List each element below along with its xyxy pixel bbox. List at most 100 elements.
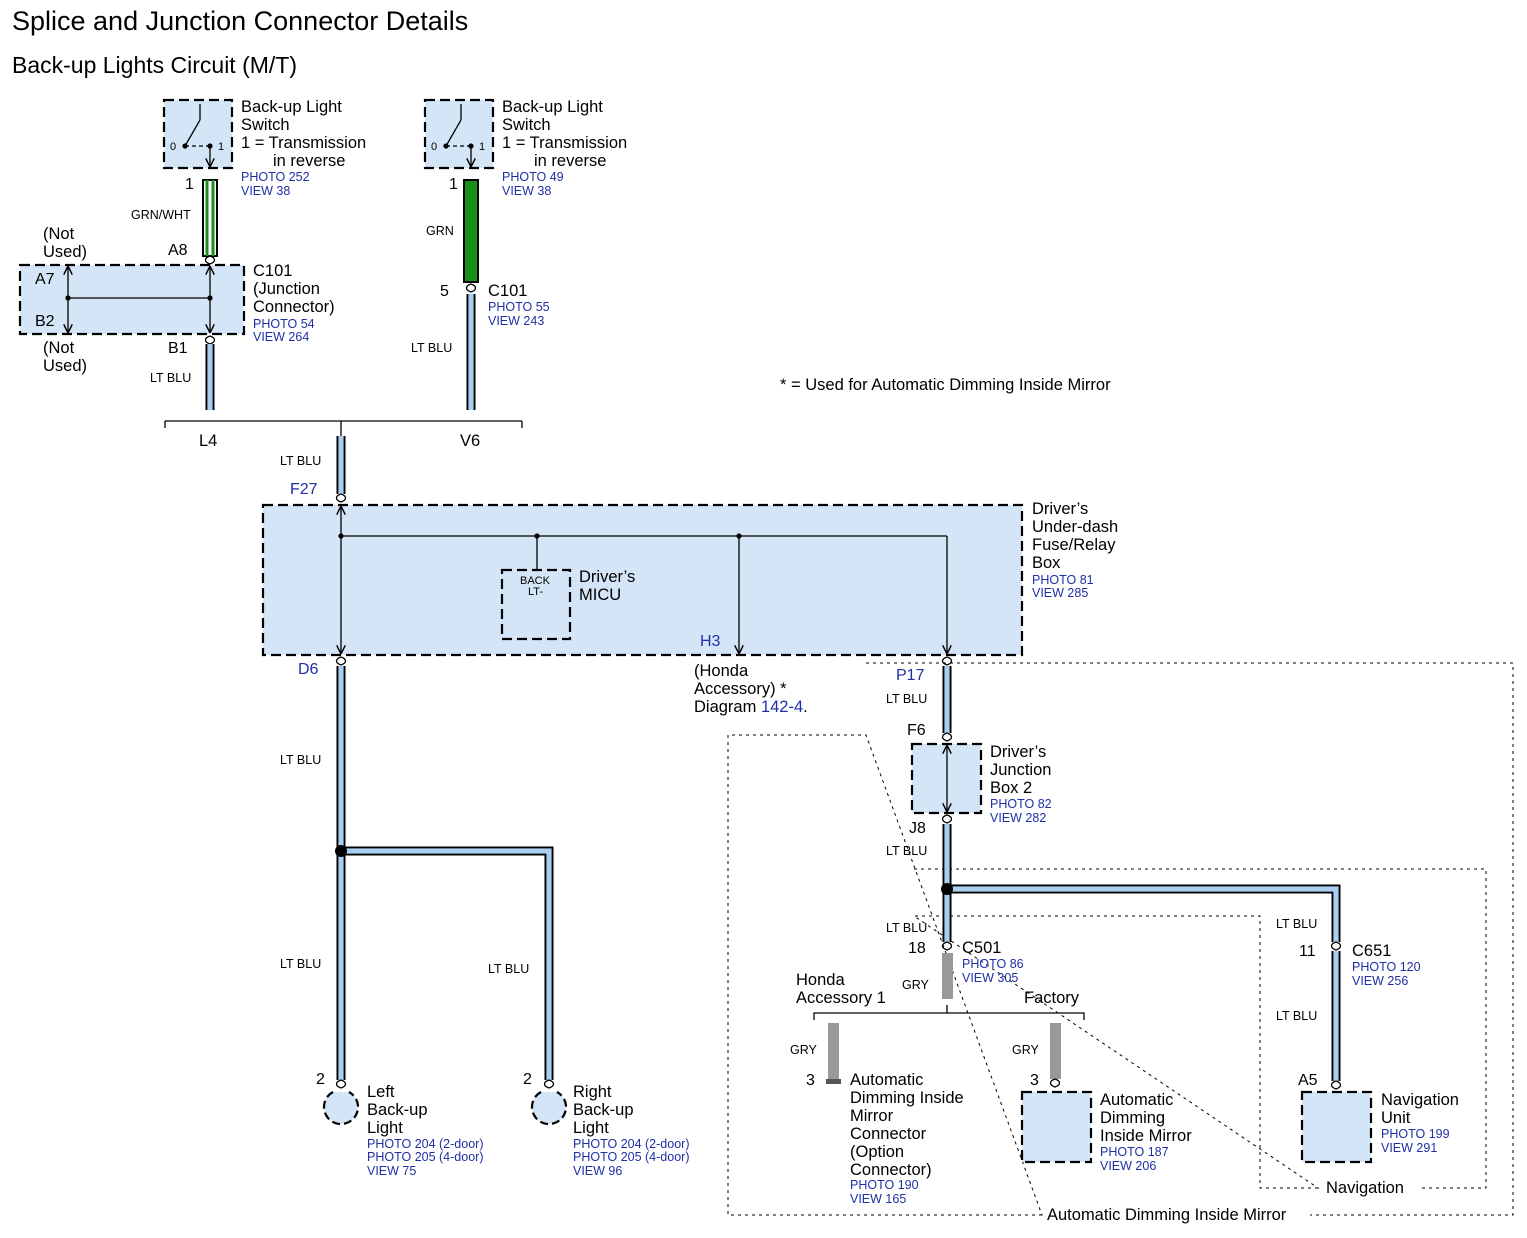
jb2-name-1: Driver’s	[990, 743, 1046, 761]
c101-right-pin: 5	[440, 283, 449, 300]
left-light-pin: 2	[316, 1071, 325, 1088]
left-backup-light	[322, 1091, 360, 1126]
nav-name-2: Unit	[1381, 1109, 1411, 1127]
c651-view: VIEW 256	[1352, 974, 1408, 988]
option-honda-1: Honda	[796, 971, 845, 989]
nav-name-1: Navigation	[1381, 1091, 1459, 1109]
wire-gry-factory	[1050, 1023, 1061, 1079]
switch-right-desc-2: in reverse	[534, 152, 606, 170]
wire-grn-wht	[202, 179, 218, 257]
switch-left-desc-2: in reverse	[273, 152, 345, 170]
switch-left-pin0: 0	[170, 141, 176, 153]
not-used-top-2: Used)	[43, 243, 87, 261]
c501-view: VIEW 305	[962, 971, 1018, 985]
wire-label-l4: LT BLU	[150, 371, 191, 385]
c101-pin-a8: A8	[168, 242, 188, 259]
nav-photo: PHOTO 199	[1381, 1127, 1450, 1141]
wire-label-main: LT BLU	[280, 753, 321, 767]
auto-mirror-region	[727, 662, 1514, 1216]
jb2-pin-j8: J8	[909, 820, 926, 837]
splice-point-lights	[335, 845, 347, 857]
option-factory: Factory	[1024, 989, 1080, 1007]
mirror-photo: PHOTO 187	[1100, 1145, 1169, 1159]
left-light-name-1: Left	[367, 1083, 395, 1101]
variant-v6: V6	[460, 432, 480, 450]
fuse-box-view: VIEW 285	[1032, 586, 1088, 600]
mirror-option-name-4: Connector	[850, 1125, 927, 1143]
right-light-name-1: Right	[573, 1083, 612, 1101]
c101-junction-name-1: C101	[253, 262, 292, 280]
c101-right-connector	[465, 283, 477, 293]
wire-label-a5: LT BLU	[1276, 1009, 1317, 1023]
fuse-box-photo: PHOTO 81	[1032, 573, 1094, 587]
switch-right-name-2: Switch	[502, 116, 551, 134]
wire-label-f27: LT BLU	[280, 454, 321, 468]
not-used-top-1: (Not	[43, 225, 75, 243]
wire-label-v6: LT BLU	[411, 341, 452, 355]
wire-label-c501-in: LT BLU	[886, 921, 927, 935]
switch-right-pin1: 1	[479, 141, 485, 153]
jb2-view: VIEW 282	[990, 811, 1046, 825]
honda-accessory-3: Diagram 142-4.	[694, 698, 808, 716]
c101-pin-b1: B1	[168, 340, 188, 357]
c101-pin-b2: B2	[35, 313, 55, 330]
fuse-box-name-2: Under-dash	[1032, 518, 1118, 536]
variant-bracket	[164, 420, 523, 428]
right-light-pin: 2	[523, 1071, 532, 1088]
switch-left-desc-1: 1 = Transmission	[241, 134, 366, 152]
mirror-option-name-2: Dimming Inside	[850, 1089, 964, 1107]
c651-photo: PHOTO 120	[1352, 960, 1421, 974]
switch-right-pin0: 0	[431, 141, 437, 153]
c501-photo: PHOTO 86	[962, 957, 1024, 971]
micu-back-lt-1: BACK	[520, 575, 551, 587]
jb2-name-3: Box 2	[990, 779, 1032, 797]
wire-label-factory: GRY	[1012, 1043, 1040, 1057]
mirror-option-view: VIEW 165	[850, 1192, 906, 1206]
mirror-option-name-6: Connector)	[850, 1161, 932, 1179]
not-used-bot-2: Used)	[43, 357, 87, 375]
right-backup-light	[530, 1091, 568, 1126]
under-dash-fuse-relay-box	[261, 503, 1024, 657]
mirror-option-name-3: Mirror	[850, 1107, 894, 1125]
jb2-photo: PHOTO 82	[990, 797, 1052, 811]
wire-label-c651-in: LT BLU	[1276, 917, 1317, 931]
wire-label-c501-out: GRY	[902, 978, 930, 992]
mirror-option-pin: 3	[806, 1072, 815, 1089]
page-subtitle: Back-up Lights Circuit (M/T)	[12, 52, 297, 78]
backup-light-switch-left: 0 1	[162, 98, 234, 170]
mirror-option-connector-terminal	[826, 1079, 841, 1084]
navigation-region	[912, 868, 1487, 1189]
c101-junction-name-2: (Junction	[253, 280, 320, 298]
c101-junction-box	[18, 263, 246, 336]
mirror-options-bracket	[813, 1012, 1085, 1020]
honda-accessory-1: (Honda	[694, 662, 749, 680]
mirror-name-2: Dimming	[1100, 1109, 1165, 1127]
left-light-name-3: Light	[367, 1119, 403, 1137]
mirror-option-photo: PHOTO 190	[850, 1178, 919, 1192]
mirror-view: VIEW 206	[1100, 1159, 1156, 1173]
fuse-box-name-3: Fuse/Relay	[1032, 536, 1116, 554]
wire-label-p17: LT BLU	[886, 692, 927, 706]
wire-gry-c501	[942, 953, 953, 999]
navigation-unit	[1300, 1090, 1373, 1164]
diagram-link[interactable]: 142-4	[761, 698, 803, 716]
fuse-pin-f27: F27	[290, 481, 318, 498]
right-light-photo-2: PHOTO 205 (4-door)	[573, 1150, 689, 1164]
wire-label-grn: GRN	[426, 224, 454, 238]
switch-left-name-1: Back-up Light	[241, 98, 342, 116]
c101-right-photo: PHOTO 55	[488, 300, 550, 314]
mirror-name-1: Automatic	[1100, 1091, 1173, 1109]
left-light-photo-2: PHOTO 205 (4-door)	[367, 1150, 483, 1164]
backup-light-switch-right: 0 1	[423, 98, 495, 170]
c101-junction-name-3: Connector)	[253, 298, 335, 316]
switch-left-name-2: Switch	[241, 116, 290, 134]
fuse-box-name-4: Box	[1032, 554, 1061, 572]
mirror-option-name-1: Automatic	[850, 1071, 923, 1089]
wire-label-left: LT BLU	[280, 957, 321, 971]
c101-junction-view: VIEW 264	[253, 330, 309, 344]
wire-gry-option	[828, 1023, 839, 1079]
c101-a8-terminal	[204, 255, 216, 265]
switch-right-pin: 1	[449, 176, 458, 193]
c651-connector	[1330, 941, 1342, 951]
